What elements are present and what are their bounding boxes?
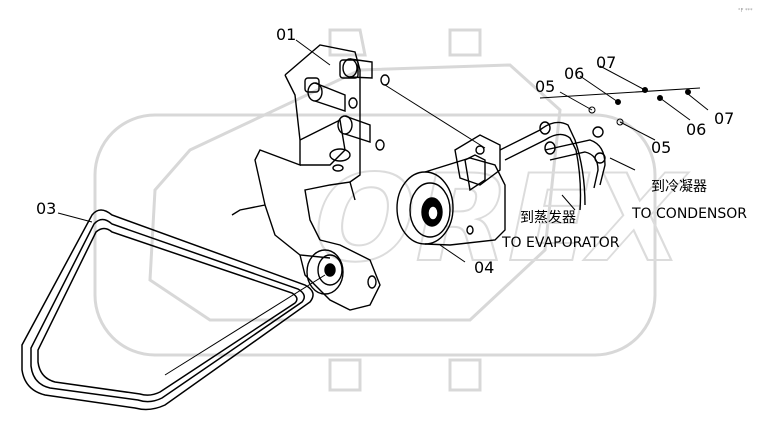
callout-07-lower: 07 xyxy=(714,109,734,128)
note-condenser-cn: 到冷凝器 xyxy=(651,179,707,195)
callout-01: 01 xyxy=(276,25,296,44)
note-evaporator-en: TO EVAPORATOR xyxy=(501,235,620,251)
watermark-logo: OREX xyxy=(93,28,698,392)
note-condenser-en: TO CONDENSOR xyxy=(631,206,747,222)
refrigerant-hoses xyxy=(499,121,606,211)
drive-belt xyxy=(21,209,314,411)
callout-06-lower: 06 xyxy=(686,120,706,139)
leader-lines xyxy=(57,39,709,376)
callout-03: 03 xyxy=(36,199,56,218)
callout-05-lower: 05 xyxy=(651,138,671,157)
mounting-bracket xyxy=(231,44,381,311)
callout-04: 04 xyxy=(474,258,494,277)
ac-compressor xyxy=(396,134,506,246)
callout-07-upper: 07 xyxy=(596,53,616,72)
callout-05-upper: 05 xyxy=(535,77,555,96)
corner-stamp: °F *** xyxy=(738,8,753,14)
callout-06-upper: 06 xyxy=(564,64,584,83)
bracket-bolts xyxy=(307,58,390,172)
note-evaporator-cn: 到蒸发器 xyxy=(520,210,576,226)
idler-pulley xyxy=(306,249,377,295)
